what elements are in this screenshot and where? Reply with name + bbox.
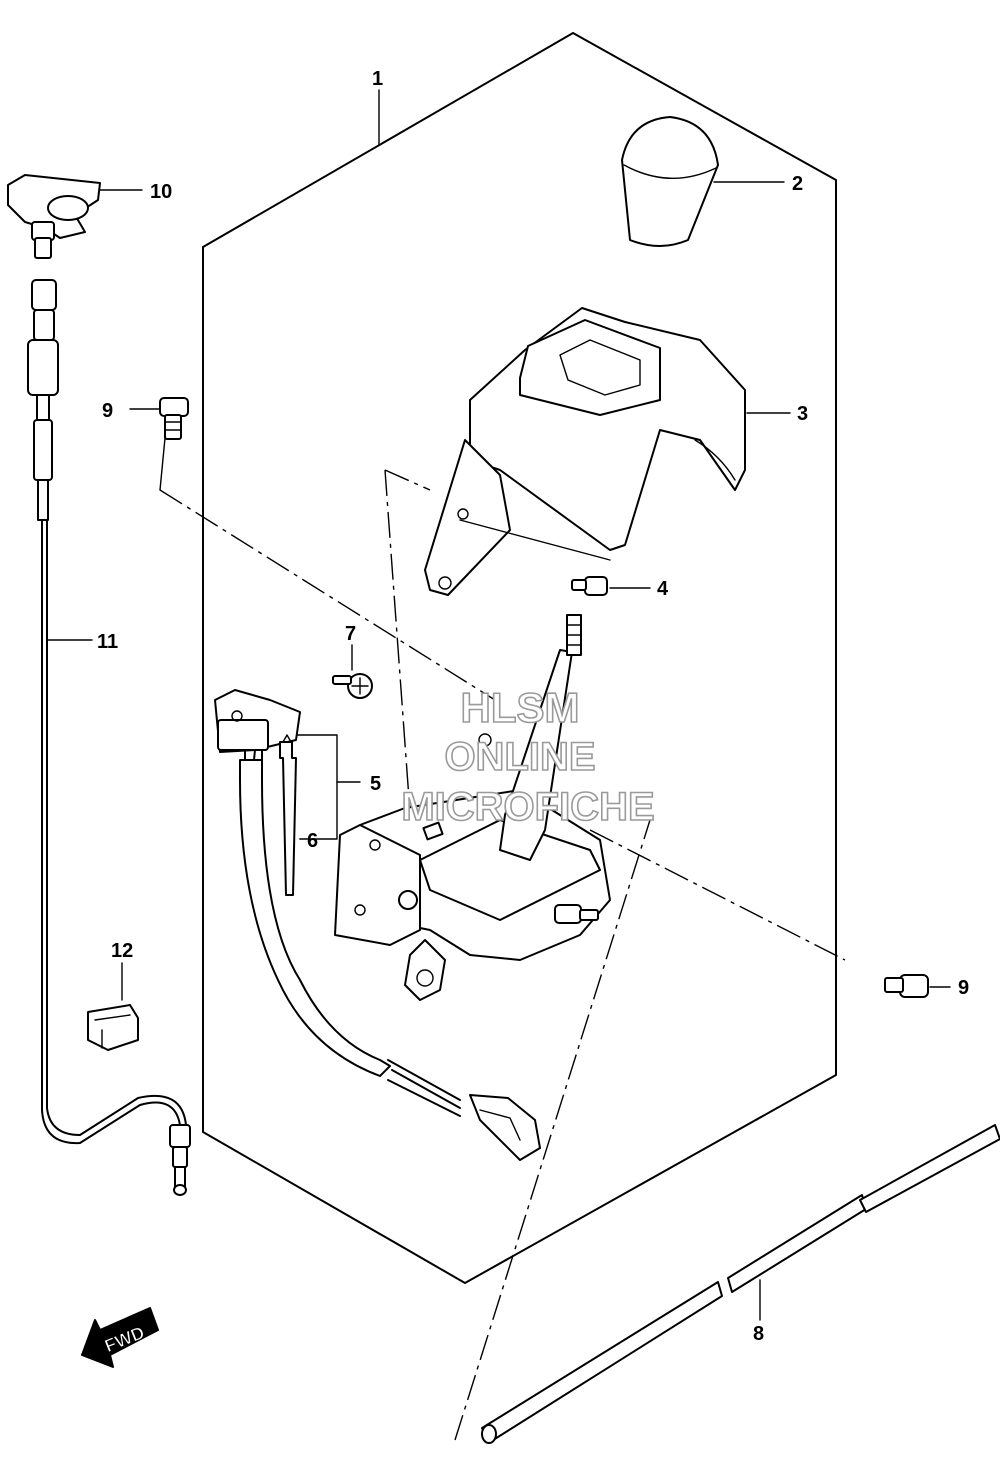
callout-12: 12 [111,940,133,962]
switch-harness [214,689,541,1161]
bolt-9-left [159,397,189,440]
bolt-4 [571,576,608,596]
cover-housing [424,307,746,596]
callout-5: 5 [370,773,381,795]
callout-2: 2 [792,173,803,195]
watermark-line3: MICROFICHE [401,785,654,829]
watermark-line1: HLSM [461,684,580,731]
cable-tie [279,734,297,896]
cable-clip [87,1004,139,1051]
assembly-dash-lines [159,469,846,1441]
callout-10: 10 [150,181,172,203]
leader-lines [46,89,951,1321]
watermark: HLSM ONLINE MICROFICHE [401,683,656,830]
callout-6: 6 [307,830,318,852]
assembly-outline [202,32,837,1284]
callout-4: 4 [657,578,669,600]
callout-3: 3 [797,403,808,425]
callout-7: 7 [345,623,356,645]
watermark-line2: ONLINE [444,735,595,779]
screw-7 [332,673,373,699]
bolt-9-right [884,974,929,998]
callout-1: 1 [372,68,383,90]
cable-clamp [7,174,101,259]
callout-9-left: 9 [102,400,113,422]
callout-8: 8 [753,1323,764,1345]
shift-knob [621,116,719,247]
shift-lever-assembly [334,614,611,1001]
callout-9-right: 9 [958,977,969,999]
fwd-arrow-icon: FWD [81,1307,159,1368]
callout-11: 11 [97,631,118,653]
shift-rod [481,1124,1000,1444]
control-cable [27,279,191,1196]
